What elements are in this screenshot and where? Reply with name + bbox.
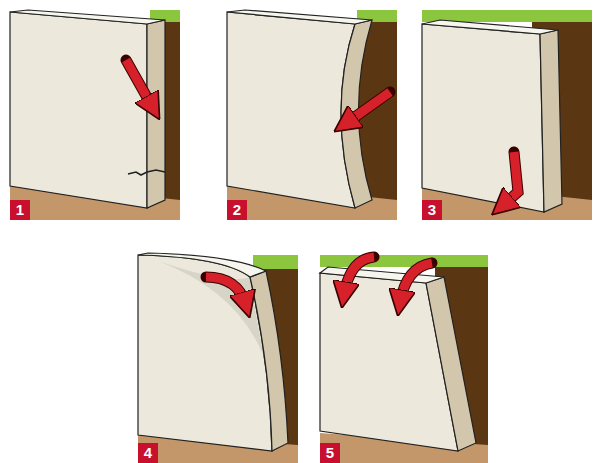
panel-cracking bbox=[10, 10, 180, 220]
panel-bending bbox=[138, 253, 298, 463]
panel-sliding bbox=[422, 10, 592, 220]
panel-overturning bbox=[320, 255, 488, 463]
callout-number: 5 bbox=[320, 443, 340, 463]
callout-number: 2 bbox=[227, 200, 247, 220]
callout-number: 3 bbox=[422, 200, 442, 220]
callout-number: 4 bbox=[138, 443, 158, 463]
callout-number: 1 bbox=[10, 200, 30, 220]
panel-bulging bbox=[227, 10, 397, 220]
